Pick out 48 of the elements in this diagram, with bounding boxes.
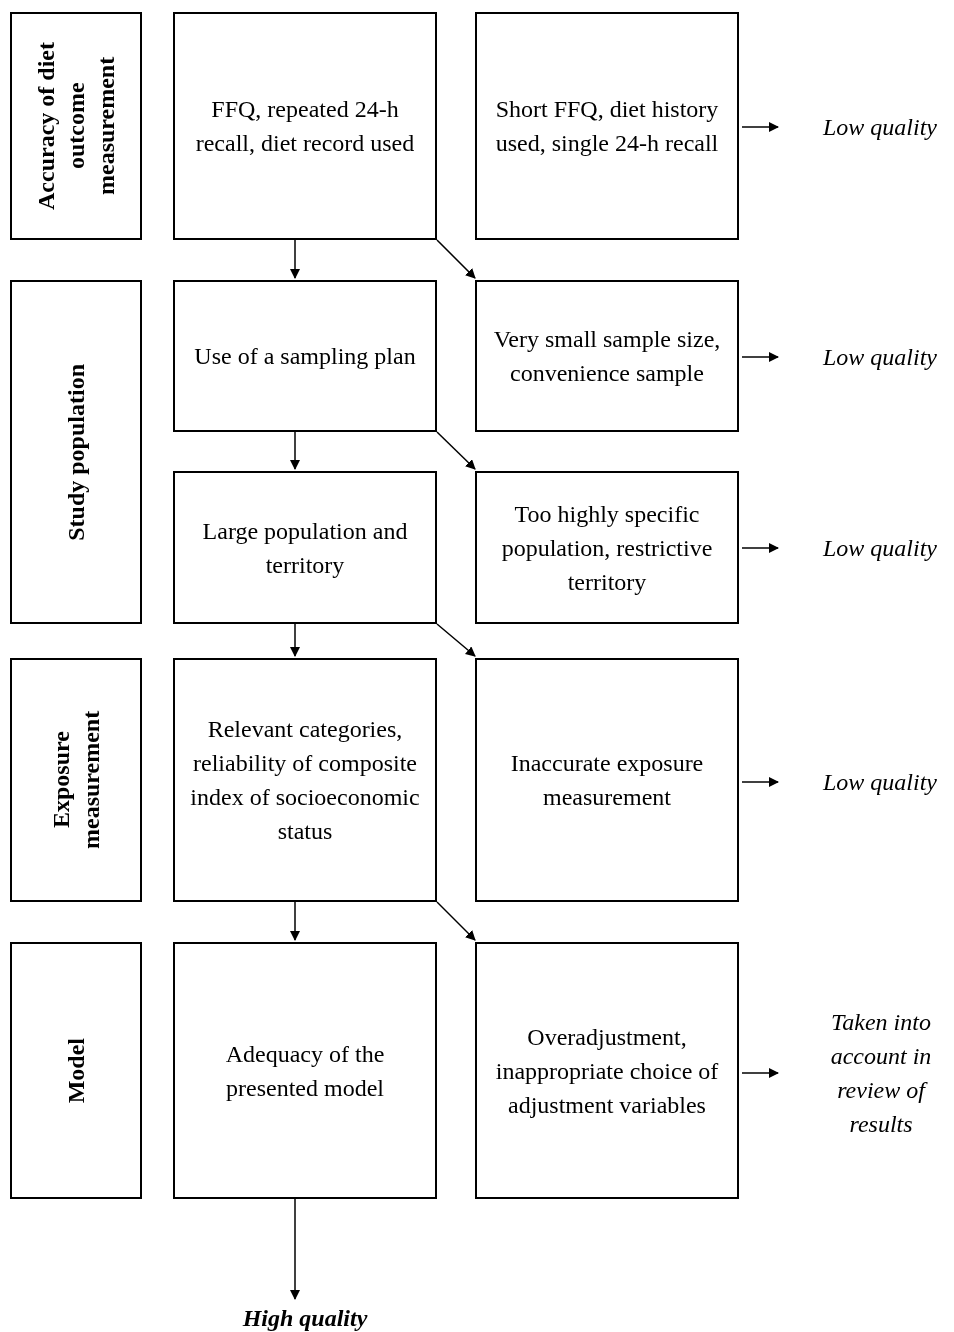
arrow xyxy=(290,623,300,657)
arrow xyxy=(290,1198,300,1300)
criterion-box xyxy=(475,471,739,624)
arrow xyxy=(436,623,476,657)
criterion-box xyxy=(173,471,437,624)
arrow xyxy=(436,901,476,941)
criterion-text: Relevant categories, reliability of composite index of socioeconomic status xyxy=(189,715,421,846)
criterion-text: Inaccurate exposure measurement xyxy=(509,749,705,812)
arrow xyxy=(741,1068,779,1078)
criterion-text: Overadjustment, inappropriate choice of adjustment variables xyxy=(494,1022,720,1120)
criterion-box xyxy=(173,280,437,432)
category-box xyxy=(10,280,142,624)
outcome-label: High quality xyxy=(242,1304,368,1332)
criterion-text: Large population and territory xyxy=(201,516,409,580)
criterion-box xyxy=(173,658,437,902)
category-box xyxy=(10,658,142,902)
criterion-text: Use of a sampling plan xyxy=(193,342,417,371)
criterion-box xyxy=(173,12,437,240)
outcome-label: Low quality xyxy=(823,343,937,372)
criterion-box xyxy=(475,658,739,902)
criterion-text: Too highly specific population, restrictive territory xyxy=(500,499,714,597)
outcome-label: Low quality xyxy=(823,768,937,797)
arrow xyxy=(290,901,300,941)
criterion-box xyxy=(173,942,437,1199)
category-box xyxy=(10,12,142,240)
arrow xyxy=(290,431,300,470)
criterion-text: Short FFQ, diet history used, single 24-h recall xyxy=(494,95,720,158)
arrow xyxy=(741,352,779,362)
arrow xyxy=(290,239,300,279)
category-label: Study population xyxy=(62,363,90,541)
category-label: Accuracy of diet outcome measurement xyxy=(32,41,120,212)
criterion-text: Very small sample size, convenience sample xyxy=(492,325,722,388)
outcome-label: Low quality xyxy=(823,534,937,563)
criterion-box xyxy=(475,280,739,432)
arrow xyxy=(741,543,779,553)
outcome-label: Low quality xyxy=(823,113,937,142)
criterion-text: Adequacy of the presented model xyxy=(224,1039,386,1103)
category-label: Model xyxy=(62,1037,90,1104)
category-label: Exposure measurement xyxy=(47,709,105,852)
category-box xyxy=(10,942,142,1199)
arrow xyxy=(436,431,476,470)
criterion-box xyxy=(475,942,739,1199)
arrow xyxy=(741,777,779,787)
criterion-box xyxy=(475,12,739,240)
criterion-text: FFQ, repeated 24-h recall, diet record used xyxy=(194,95,416,158)
arrow xyxy=(741,122,779,132)
arrow xyxy=(436,239,476,279)
outcome-label: Taken into account in review of results xyxy=(829,1008,933,1139)
